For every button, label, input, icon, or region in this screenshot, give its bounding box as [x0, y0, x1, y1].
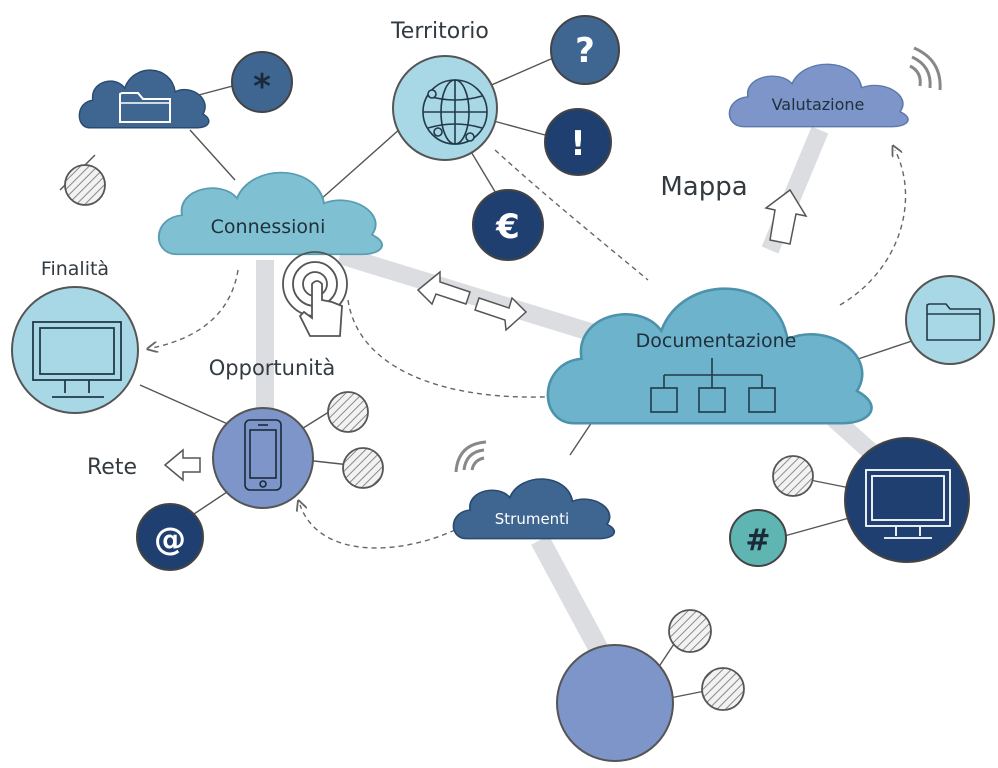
- at-node[interactable]: @: [136, 503, 204, 571]
- exclamation-icon: !: [570, 124, 586, 164]
- wifi-icon: [909, 46, 942, 91]
- cloud-strumenti[interactable]: Strumenti: [452, 478, 616, 540]
- folder-node[interactable]: [905, 275, 995, 365]
- outline-arrows: [163, 188, 808, 482]
- asterisk-node[interactable]: *: [231, 51, 293, 113]
- documentazione-label: Documentazione: [636, 330, 797, 352]
- valutazione-label: Valutazione: [772, 95, 865, 114]
- monitor-icon: [32, 321, 122, 398]
- dashed-arrows: [152, 150, 907, 549]
- rete-label: Rete: [87, 455, 137, 480]
- hatched-circle: [772, 455, 814, 497]
- euro-icon: €: [495, 207, 520, 247]
- arrow-up-icon: [764, 188, 808, 245]
- territorio-label: Territorio: [390, 19, 489, 44]
- org-chart-icon: [650, 358, 776, 413]
- touch-hand-icon: [282, 251, 348, 337]
- opportunita-node[interactable]: [212, 407, 314, 509]
- cloud-valutazione[interactable]: Valutazione: [728, 63, 909, 128]
- cloud-folder[interactable]: [78, 69, 210, 129]
- arrow-rete-icon: [163, 448, 201, 482]
- hatched-circle: [668, 609, 712, 653]
- asterisk-icon: *: [253, 67, 271, 107]
- strumenti-label: Strumenti: [495, 510, 569, 528]
- question-node[interactable]: ?: [550, 15, 620, 85]
- smartphone-icon: [244, 419, 282, 491]
- arrow-left-icon: [416, 270, 471, 306]
- territorio-node[interactable]: [392, 55, 498, 161]
- arrow-right-icon: [474, 296, 528, 332]
- hatched-circle: [342, 447, 384, 489]
- euro-node[interactable]: €: [472, 189, 544, 261]
- cloud-connessioni[interactable]: Connessioni: [157, 171, 384, 256]
- monitor-icon: [865, 469, 951, 539]
- connector-connessioni-documentazione: [337, 246, 603, 344]
- connessioni-label: Connessioni: [211, 216, 326, 238]
- hatched-circles: [64, 164, 814, 711]
- at-icon: @: [154, 520, 186, 558]
- bottom-node[interactable]: [556, 644, 674, 762]
- hash-node[interactable]: #: [729, 509, 787, 567]
- hatched-circle: [701, 667, 745, 711]
- hash-icon: #: [745, 523, 770, 558]
- globe-icon: [422, 79, 488, 145]
- opportunita-label: Opportunità: [209, 356, 335, 380]
- folder-icon: [926, 303, 981, 341]
- cloud-documentazione[interactable]: Documentazione: [546, 287, 873, 425]
- wifi-icon-strumenti: [454, 440, 487, 473]
- question-icon: ?: [575, 31, 595, 71]
- exclamation-node[interactable]: !: [544, 108, 612, 176]
- mappa-label: Mappa: [660, 172, 747, 202]
- folder-icon: [119, 92, 171, 123]
- hatched-circle: [64, 164, 106, 206]
- hatched-circle: [327, 391, 369, 433]
- finalita-label: Finalità: [41, 258, 109, 280]
- finalita-node[interactable]: [11, 286, 139, 414]
- monitor-node[interactable]: [844, 437, 970, 563]
